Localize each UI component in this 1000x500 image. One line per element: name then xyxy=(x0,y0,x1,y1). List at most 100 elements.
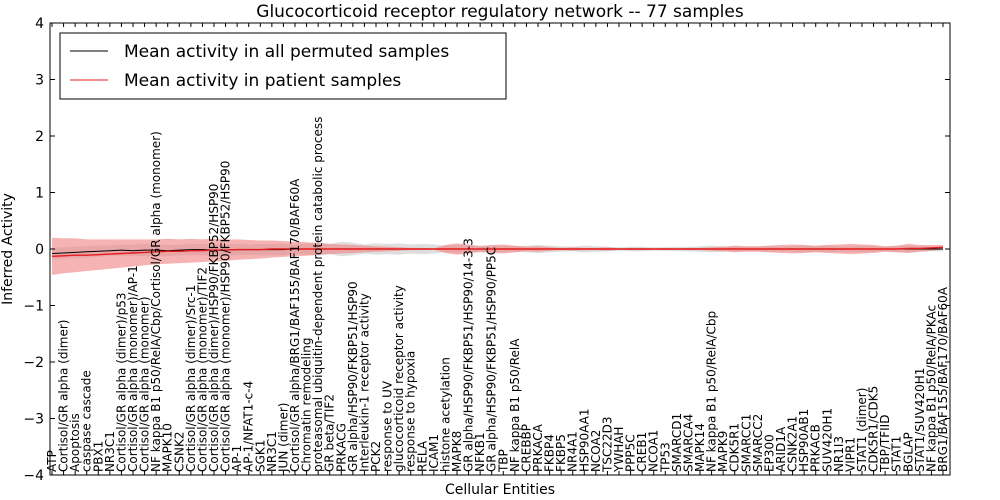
category-label: ICAM1 xyxy=(427,434,441,472)
patient-mean-line xyxy=(51,246,944,257)
y-tick-label: 3 xyxy=(35,73,44,89)
category-label: caspase cascade xyxy=(80,370,94,472)
category-label: NCOA1 xyxy=(647,430,661,472)
category-label: YWHAH xyxy=(612,427,626,473)
category-label: Chromatin remodeling xyxy=(300,338,314,472)
y-tick-label: 0 xyxy=(35,242,44,258)
category-label: AP-1/NFAT1-c-4 xyxy=(242,381,256,472)
category-label: response to hypoxia xyxy=(404,351,418,472)
category-label: histone acetylation xyxy=(438,357,452,472)
legend-entry-permuted: Mean activity in all permuted samples xyxy=(124,42,449,62)
category-label: GR alpha/HSP90/FKBP51/HSP90 xyxy=(346,281,360,472)
category-label: PRKACG xyxy=(334,423,348,472)
chart-title: Glucocorticoid receptor regulatory netwo… xyxy=(256,2,744,22)
confidence-bands xyxy=(52,237,943,275)
x-axis-label: Cellular Entities xyxy=(445,482,555,498)
y-axis: −4 −3 −2 −1 0 1 2 3 4 xyxy=(23,16,950,484)
category-label: NF kappa B1 p50/RelA/Cbp xyxy=(705,311,719,472)
category-label: SMARCA4 xyxy=(681,414,695,472)
category-label: PBX1 xyxy=(91,441,105,472)
category-label: SMARCC1 xyxy=(739,414,753,472)
category-label: MAPK9 xyxy=(716,431,730,472)
category-label: GR alpha/HSP90/FKBP51/HSP90/PP5C xyxy=(485,247,499,472)
legend: Mean activity in all permuted samples Me… xyxy=(59,32,507,100)
category-label: Cortisol/GR alpha (dimer)/p53 xyxy=(114,293,128,472)
legend-entry-patient: Mean activity in patient samples xyxy=(124,71,401,91)
category-label: NR1I3 xyxy=(832,436,846,472)
category-label: HSP90AA1 xyxy=(577,408,591,472)
series-lines xyxy=(51,246,944,257)
category-label: NFKB1 xyxy=(473,432,487,472)
category-label: CSNK2 xyxy=(172,432,186,472)
category-label: proteasomal ubiquitin-dependent protein … xyxy=(311,117,325,472)
category-label: NR3C1 xyxy=(265,431,279,472)
category-label: JUN (dimer) xyxy=(276,403,290,473)
category-label: STAT1 xyxy=(890,436,904,472)
category-label: Cortisol/GR alpha/BRG1/BAF155/BAF170/BAF… xyxy=(288,178,302,472)
category-label: SMARCD1 xyxy=(670,413,684,472)
legend-box xyxy=(59,32,507,100)
category-label: TBP xyxy=(496,449,510,473)
y-tick-label: 4 xyxy=(35,16,44,32)
category-label: TBP/TFIID xyxy=(878,415,892,473)
category-label: Cortisol/GR alpha (monomer)/HSP90/FKBP52… xyxy=(219,161,233,472)
patient-band xyxy=(52,237,943,275)
category-label: GR alpha/HSP90/FKBP51/HSP90/14-3-3 xyxy=(462,238,476,472)
category-label: Cortisol/GR alpha (monomer)/TIF2 xyxy=(195,267,209,472)
category-label: FKBP4 xyxy=(543,434,557,472)
category-label: SGK1 xyxy=(253,440,267,472)
category-label: AP-1 xyxy=(230,445,244,472)
category-label: CREB1 xyxy=(635,432,649,472)
category-label: PPP5C xyxy=(624,434,638,472)
category-label: BGLAP xyxy=(901,432,915,472)
category-label: Cortisol/GR alpha (dimer) xyxy=(57,320,71,473)
category-label: ARID1A xyxy=(774,426,788,472)
category-label: EP300 xyxy=(762,434,776,472)
category-label: Cortisol/GR alpha (monomer)/AP-1 xyxy=(126,265,140,472)
category-label: MAPK10 xyxy=(161,423,175,472)
y-tick-label: −4 xyxy=(23,468,44,484)
category-label: PRKACB xyxy=(809,424,823,472)
x-axis-ticks xyxy=(51,23,944,475)
y-tick-label: −1 xyxy=(23,299,44,315)
category-label: NR4A1 xyxy=(566,431,580,472)
y-tick-label: −3 xyxy=(23,412,44,428)
category-label: NF kappa B1 p50/RelA xyxy=(508,338,522,472)
category-label: CREBBP xyxy=(519,424,533,472)
category-label: STAT1/SUV420H1 xyxy=(913,368,927,472)
category-label: CDK5R1/CDK5 xyxy=(867,386,881,472)
category-label: TSC22D3 xyxy=(600,416,614,472)
category-label: STAT1 (dimer) xyxy=(855,388,869,472)
category-label: CSNK2A1 xyxy=(786,416,800,472)
category-label: Cortisol/GR alpha (dimer)/Src-1 xyxy=(184,285,198,472)
category-label: response to UV xyxy=(381,380,395,472)
category-label: NR3C1 xyxy=(103,431,117,472)
category-label: SUV420H1 xyxy=(820,408,834,472)
y-tick-label: 2 xyxy=(35,129,44,145)
y-tick-label: 1 xyxy=(35,186,44,202)
category-label: glucocorticoid receptor activity xyxy=(392,285,406,472)
category-label: Apoptosis xyxy=(68,413,82,472)
category-label: Cortisol/GR alpha (monomer) xyxy=(138,296,152,472)
y-tick-label: −2 xyxy=(23,355,44,371)
category-label: ATP xyxy=(45,450,59,472)
category-label: RELA xyxy=(415,440,429,472)
category-label: SMARCC2 xyxy=(751,414,765,472)
category-label: CDK5R1 xyxy=(728,423,742,472)
category-label: BRG1/BAF155/BAF170/BAF60A xyxy=(936,286,950,472)
category-label: GR beta/TIF2 xyxy=(323,394,337,472)
y-axis-label: Inferred Activity xyxy=(0,193,16,305)
category-label: NCOA2 xyxy=(589,430,603,472)
category-label: HSP90AB1 xyxy=(797,409,811,472)
category-label: NF kappa B1 p50/RelA/PKAc xyxy=(924,305,938,472)
category-label: FKBP5 xyxy=(554,434,568,472)
category-label: MAPK8 xyxy=(450,431,464,472)
category-label: PCK2 xyxy=(369,441,383,472)
category-label: Cortisol/GR alpha (dimer)/HSP90/FKBP52/H… xyxy=(207,184,221,472)
category-label: VIPR1 xyxy=(843,437,857,472)
category-label: TP53 xyxy=(658,442,672,473)
category-label: PRKACA xyxy=(531,423,545,472)
category-label: Interleukin-1 receptor activity xyxy=(357,293,371,472)
